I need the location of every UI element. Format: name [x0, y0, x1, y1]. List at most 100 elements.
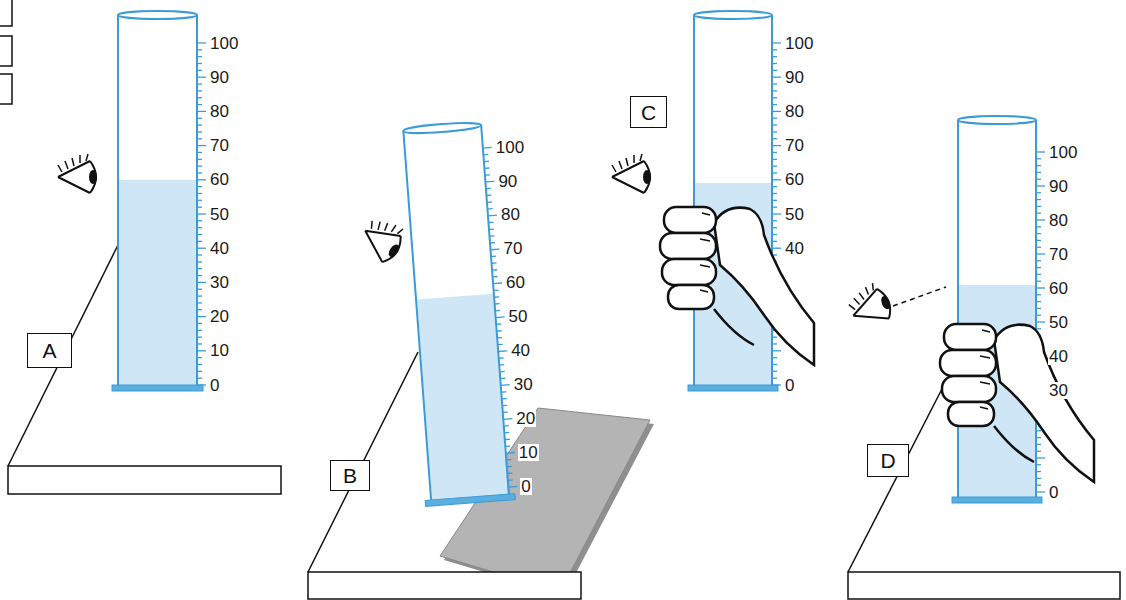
scale-tick [197, 63, 202, 64]
scale-number: 50 [784, 206, 805, 223]
scale-tick [490, 235, 495, 237]
scale-tick [1036, 172, 1041, 173]
scale-tick [197, 241, 202, 242]
scale-number: 60 [505, 274, 526, 291]
scale-tick [484, 161, 489, 163]
scale-tick [197, 97, 202, 98]
scale-tick [772, 357, 777, 358]
scale-tick [197, 90, 202, 91]
scale-number: 10 [518, 444, 539, 461]
scale-number: 0 [209, 377, 220, 394]
scale-tick [197, 70, 202, 71]
scale-tick [197, 104, 202, 105]
scale-tick [1036, 485, 1041, 486]
cylinder-base [425, 494, 515, 507]
scale-tick [772, 152, 777, 153]
cylinder-wall [693, 15, 695, 385]
hand [660, 207, 814, 365]
scale-number: 70 [1048, 246, 1069, 263]
cylinder-base [112, 385, 203, 391]
scale-number: 80 [500, 206, 521, 223]
scale-tick [197, 207, 202, 208]
scale-tick [487, 201, 492, 203]
scale-number: 30 [209, 274, 230, 291]
scale-number: 80 [1048, 212, 1069, 229]
sight-line [893, 287, 946, 306]
scale-number: 90 [209, 69, 230, 86]
scale-tick [197, 371, 202, 372]
scale-number: 0 [520, 478, 531, 495]
scale-tick [197, 323, 202, 324]
scale-tick [503, 411, 508, 413]
cylinder-wall [403, 131, 431, 500]
scale-tick [197, 42, 206, 43]
scale-tick [197, 145, 206, 146]
scale-tick [487, 208, 492, 210]
scale-tick [772, 248, 781, 249]
scale-tick [1036, 226, 1041, 227]
eye [845, 280, 896, 331]
scale-tick [197, 384, 206, 385]
eye [356, 212, 410, 266]
scale-tick [197, 131, 202, 132]
scale-tick [197, 234, 202, 235]
scale-tick [498, 350, 507, 352]
scale-tick [503, 418, 512, 420]
scale-tick [1036, 478, 1041, 479]
scale-tick [197, 152, 202, 153]
scale-tick [505, 439, 510, 441]
scale-tick [772, 111, 781, 112]
scale-tick [772, 83, 777, 84]
scale-tick [197, 213, 206, 214]
scale-tick [197, 350, 206, 351]
scale-tick [197, 165, 202, 166]
scale-tick [772, 220, 777, 221]
hand [940, 324, 1094, 482]
edge-box [0, 0, 12, 26]
scale-tick [772, 336, 777, 337]
scale-tick [772, 42, 781, 43]
scale-number: 70 [502, 240, 523, 257]
scale-tick [495, 303, 500, 305]
scale-tick [772, 179, 781, 180]
scale-tick [1036, 471, 1041, 472]
scale-number: 80 [209, 103, 230, 120]
scale-number: 40 [784, 240, 805, 257]
scale-tick [197, 336, 202, 337]
scale-number: 0 [784, 377, 795, 394]
scale-tick [1036, 185, 1045, 186]
scale-tick [197, 220, 202, 221]
scale-tick [494, 296, 499, 298]
scale-number: 30 [513, 376, 534, 393]
cylinder-wall [957, 120, 959, 497]
leader-line [8, 245, 118, 466]
box-letter: C [641, 102, 656, 123]
scale-tick [500, 378, 505, 380]
scale-tick [499, 364, 504, 366]
scale-number: 40 [510, 342, 531, 359]
scale-tick [1036, 219, 1045, 220]
scale-tick [493, 276, 498, 278]
scale-tick [772, 70, 777, 71]
scale-tick [197, 261, 202, 262]
scale-tick [197, 343, 202, 344]
scale-tick [504, 425, 509, 427]
scale-tick [772, 104, 777, 105]
scale-number: 60 [784, 171, 805, 188]
scale-tick [504, 432, 509, 434]
scale-tick [197, 275, 202, 276]
scale-number: 100 [495, 139, 525, 156]
scale-tick [772, 378, 777, 379]
scale-tick [197, 357, 202, 358]
scale-tick [772, 200, 777, 201]
scale-tick [197, 111, 206, 112]
scale-tick [197, 179, 206, 180]
scale-tick [1036, 192, 1041, 193]
scale-tick [772, 145, 781, 146]
scale-tick [197, 330, 202, 331]
scale-tick [197, 186, 202, 187]
scale-number: 70 [209, 137, 230, 154]
scale-tick [772, 227, 777, 228]
